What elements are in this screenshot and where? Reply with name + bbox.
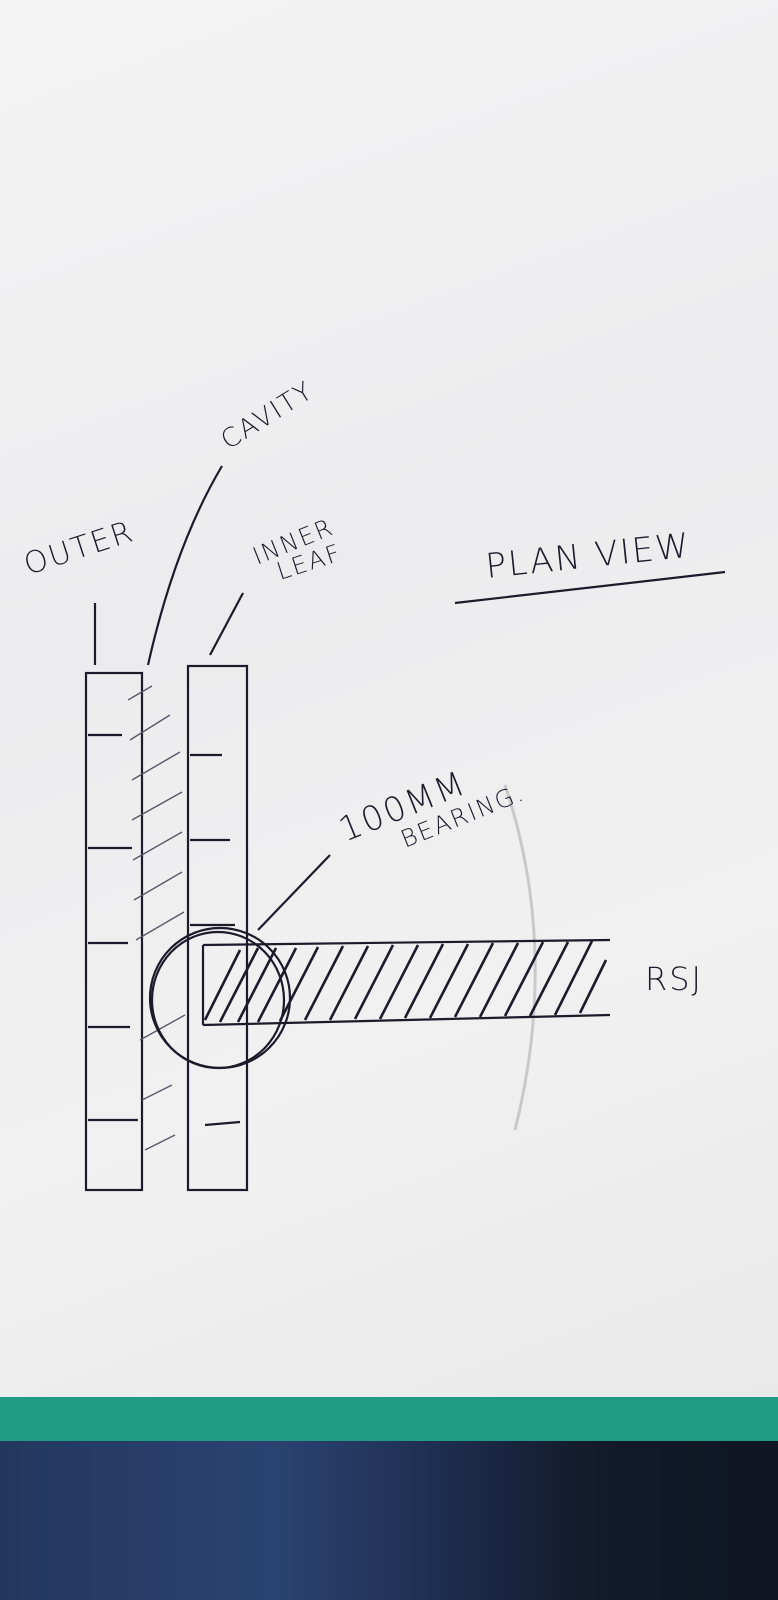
- cavity-label: CAVITY: [216, 376, 320, 456]
- inner-leaf-leader-line: [209, 592, 244, 656]
- plan-view-title: PLAN VIEW: [484, 526, 693, 587]
- denim-background: [0, 1441, 778, 1600]
- plan-view-sketch: OUTER CAVITY INNER LEAF PLAN VIEW 100MM …: [20, 376, 726, 1192]
- paper-fold: [503, 784, 537, 1131]
- bearing-leader-line: [257, 854, 331, 931]
- cavity-hatch: [127, 685, 186, 1151]
- cavity-leader-line: [146, 465, 223, 666]
- title-underline: [454, 570, 726, 605]
- rsj-label: RSJ: [645, 960, 703, 998]
- teal-surface: [0, 1397, 778, 1441]
- rsj-beam: [201, 938, 611, 1027]
- bearing-highlight-circle: [148, 926, 292, 1070]
- outer-label: OUTER: [20, 514, 139, 582]
- outer-leaf-wall: [84, 671, 144, 1192]
- inner-leaf-wall: [186, 664, 249, 1192]
- paper-sheet: [0, 0, 778, 1400]
